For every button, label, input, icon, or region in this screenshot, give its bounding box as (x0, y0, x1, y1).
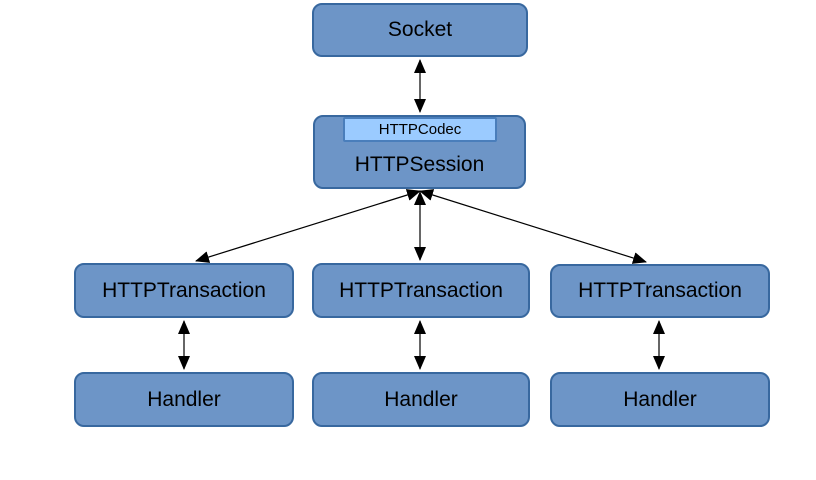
node-handler-2-label: Handler (384, 387, 458, 411)
arrow-session-transaction-1 (195, 189, 421, 263)
node-httptransaction-1: HTTPTransaction (74, 263, 294, 318)
node-handler-3: Handler (550, 372, 770, 427)
node-handler-1-label: Handler (147, 387, 221, 411)
node-httpcodec-label: HTTPCodec (378, 121, 462, 138)
node-handler-3-label: Handler (623, 387, 697, 411)
arrow-session-transaction-3 (419, 189, 647, 264)
node-socket: Socket (312, 3, 528, 57)
node-httptransaction-3-label: HTTPTransaction (578, 279, 742, 302)
node-httpsession: HTTPCodec HTTPSession (313, 115, 526, 189)
node-httptransaction-2-label: HTTPTransaction (339, 278, 503, 302)
node-httptransaction-1-label: HTTPTransaction (102, 278, 266, 302)
node-socket-label: Socket (387, 18, 453, 41)
node-httpcodec: HTTPCodec (343, 117, 497, 142)
node-httptransaction-3: HTTPTransaction (550, 264, 770, 318)
node-handler-1: Handler (74, 372, 294, 427)
node-httpsession-label: HTTPSession (354, 153, 485, 176)
node-httptransaction-2: HTTPTransaction (312, 263, 530, 318)
node-handler-2: Handler (312, 372, 530, 427)
